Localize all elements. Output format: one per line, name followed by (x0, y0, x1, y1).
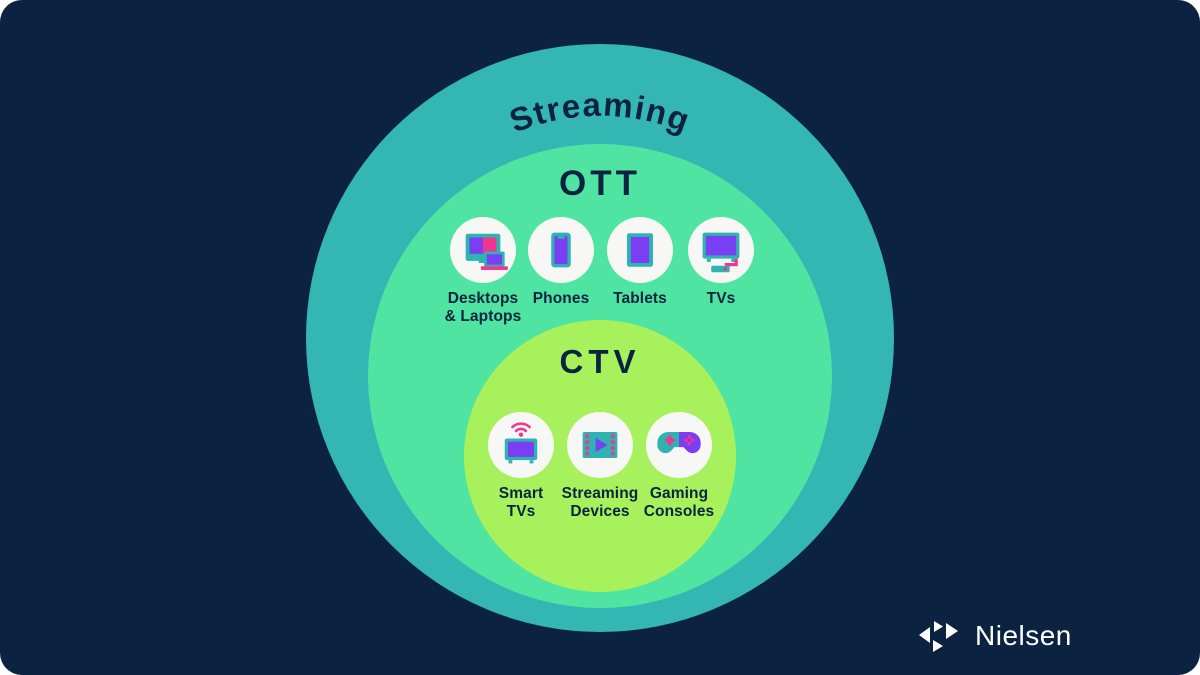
smart-tv-wifi-icon (504, 422, 538, 464)
icon-circle (528, 217, 594, 283)
device-tablets: Tablets (595, 217, 685, 308)
tablet-icon (627, 233, 653, 267)
tv-with-set-top-box-icon (702, 232, 740, 273)
nielsen-logo: Nielsen (918, 618, 1072, 654)
ctv-label: CTV (559, 343, 641, 380)
device-label: Desktops & Laptops (444, 290, 522, 325)
device-phones: Phones (516, 217, 606, 308)
device-gaming-consoles: Gaming Consoles (634, 412, 724, 521)
media-player-icon (582, 432, 618, 458)
device-smart-tvs: Smart TVs (476, 412, 566, 521)
device-label: Gaming Consoles (643, 485, 715, 520)
phone-icon (551, 232, 571, 268)
device-streaming-devices: Streaming Devices (555, 412, 645, 521)
device-label: Tablets (613, 290, 667, 307)
device-label: TVs (706, 290, 736, 307)
ott-label: OTT (559, 164, 641, 203)
nielsen-logo-text: Nielsen (975, 620, 1072, 651)
icon-circle (567, 412, 633, 478)
device-desktops-laptops: Desktops & Laptops (438, 217, 528, 326)
device-tvs: TVs (676, 217, 766, 308)
icon-circle (450, 217, 516, 283)
nielsen-logo-mark-icon (919, 621, 958, 652)
icon-circle (488, 412, 554, 478)
icon-circle (607, 217, 673, 283)
game-controller-icon (657, 432, 701, 454)
device-label: Phones (532, 290, 590, 307)
icon-circle (688, 217, 754, 283)
desktops-laptops-icon (465, 233, 508, 271)
device-label: Smart TVs (498, 485, 544, 520)
icon-circle (646, 412, 712, 478)
device-label: Streaming Devices (561, 485, 639, 520)
